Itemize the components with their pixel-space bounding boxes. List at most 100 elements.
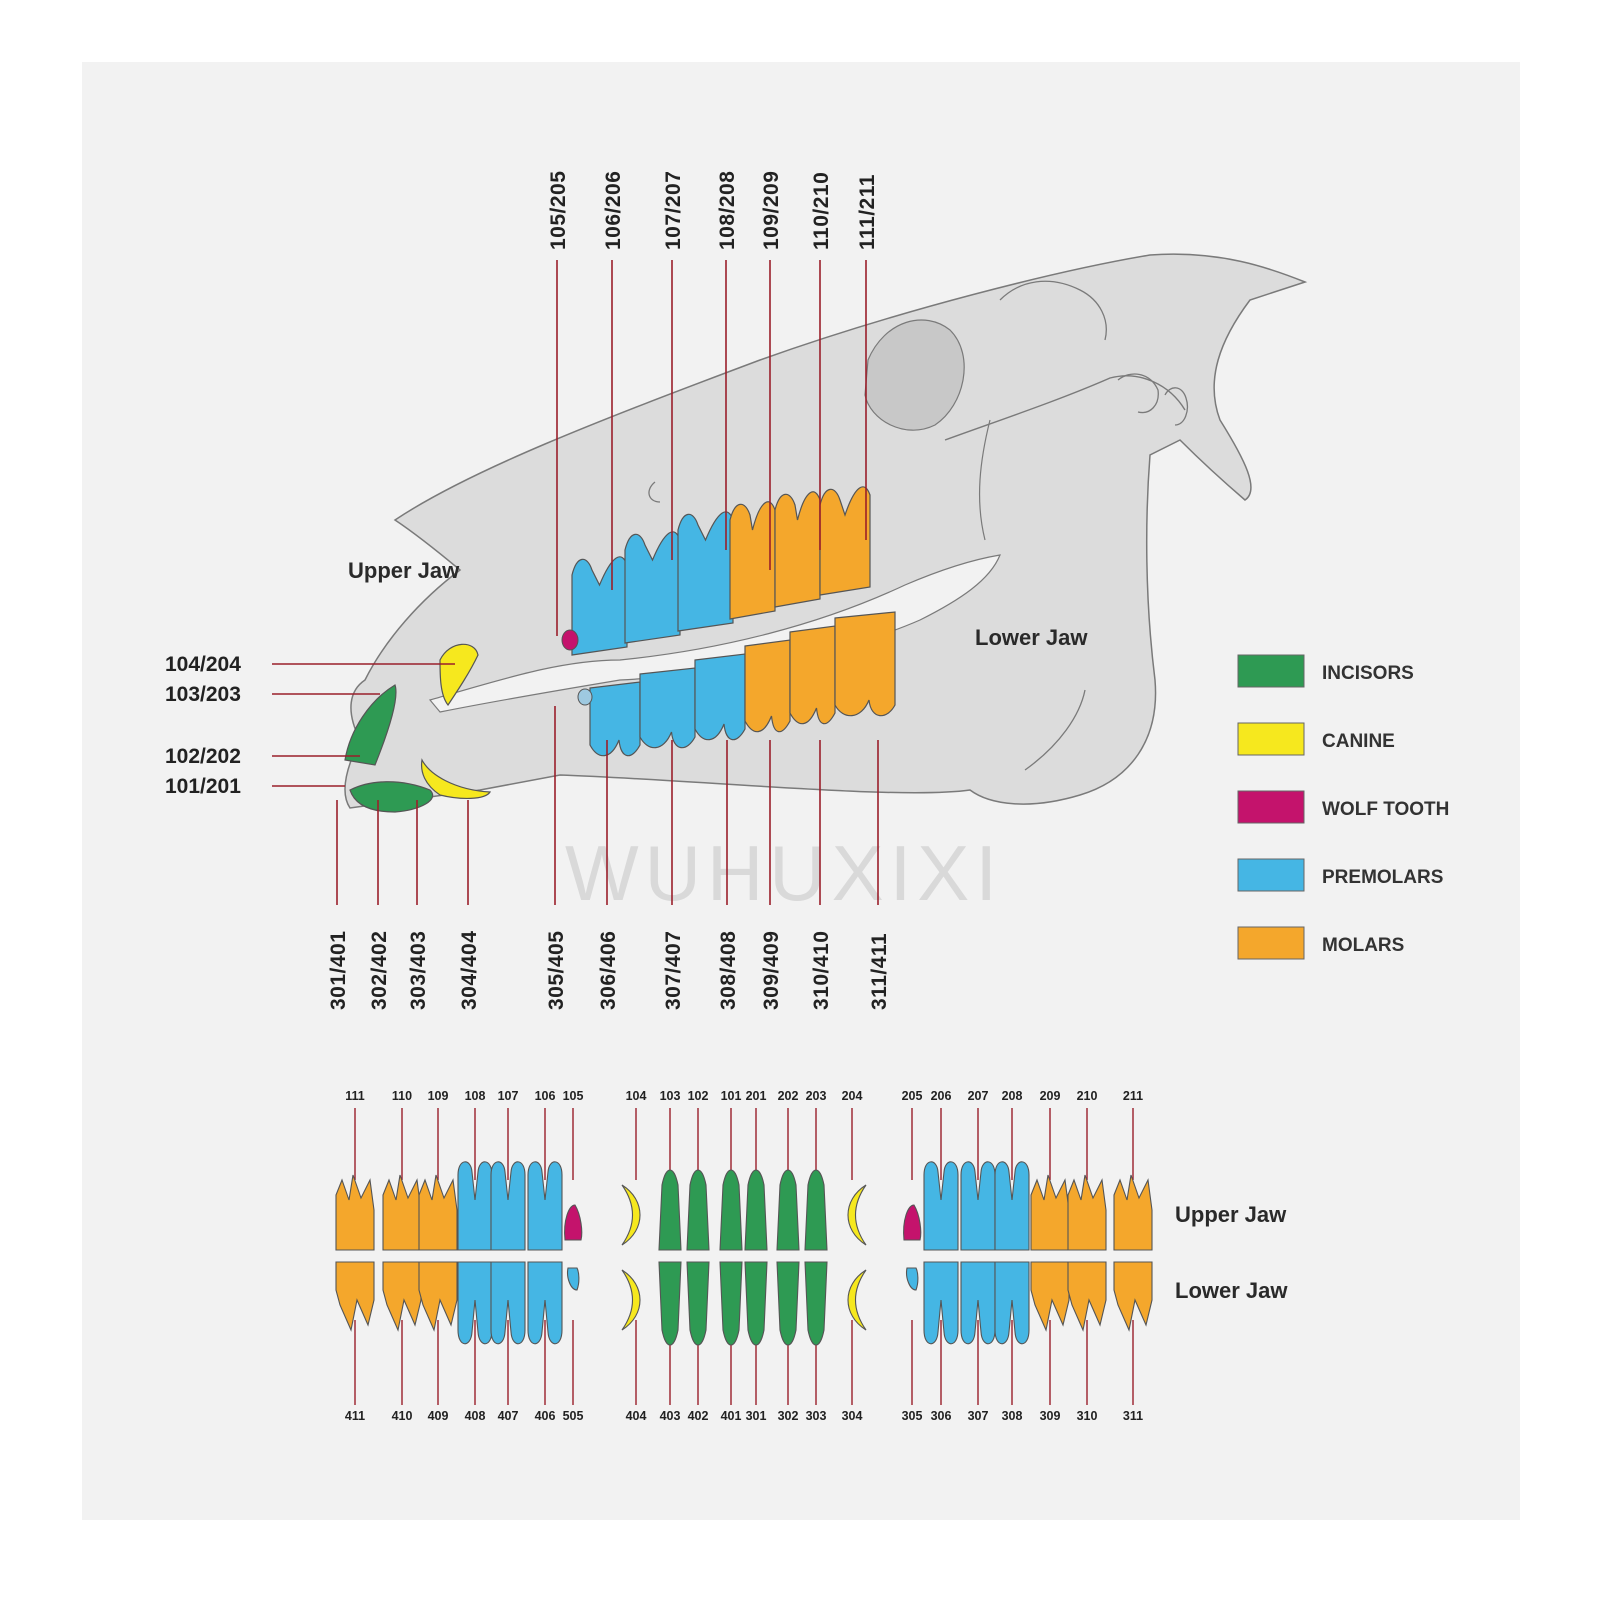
legend-swatch [1237, 926, 1305, 960]
skull-lower-canine [420, 758, 492, 799]
skull-lower-premolar-307 [639, 667, 696, 749]
chart-upper-molar-tooth [1113, 1174, 1153, 1251]
chart-upper-premolar-tooth [994, 1161, 1030, 1251]
chart-top-tooth-number: 207 [968, 1089, 989, 1103]
chart-bottom-tooth-number: 411 [345, 1409, 365, 1423]
maxilla-line [978, 419, 991, 541]
chart-bottom-tooth-number: 309 [1040, 1409, 1061, 1423]
legend-label: WOLF TOOTH [1322, 799, 1449, 820]
chart-top-tooth-number: 107 [498, 1089, 519, 1103]
chart-lower-wolf-tooth [567, 1267, 580, 1291]
chart-upper-jaw-label: Upper Jaw [1175, 1202, 1287, 1227]
chart-lower-premolar-tooth [527, 1261, 563, 1345]
chart-top-tooth-number: 202 [778, 1089, 799, 1103]
chart-upper-canine-tooth [847, 1184, 867, 1246]
chart-top-tooth-number: 110 [392, 1089, 412, 1103]
foramen-line [648, 481, 661, 503]
upper-front-tooth-label: 102/202 [165, 745, 241, 768]
legend-label: MOLARS [1322, 935, 1404, 956]
chart-top-tooth-number: 109 [428, 1089, 449, 1103]
upper-cheek-tooth-label: 111/211 [856, 174, 879, 250]
skull-lower-incisors [349, 781, 433, 813]
chart-bottom-tooth-number: 404 [626, 1409, 647, 1423]
chart-bottom-tooth-number: 403 [660, 1409, 681, 1423]
chart-bottom-tooth-number: 308 [1002, 1409, 1023, 1423]
chart-bottom-tooth-number: 311 [1123, 1409, 1143, 1423]
chart-upper-molar-tooth [382, 1174, 422, 1251]
skull-lower-molar-309 [744, 639, 791, 733]
legend-swatch [1237, 722, 1305, 756]
chart-bottom-tooth-number: 306 [931, 1409, 952, 1423]
chart-bottom-tooth-number: 304 [842, 1409, 863, 1423]
skull-lower-wolf-tooth-305 [577, 688, 593, 706]
chart-bottom-tooth-number: 303 [806, 1409, 827, 1423]
upper-front-tooth-label: 103/203 [165, 683, 241, 706]
legend-swatch [1237, 790, 1305, 824]
skull-lower-premolar-308 [694, 653, 746, 741]
chart-bottom-tooth-number: 410 [392, 1409, 413, 1423]
skull-upper-molar-111 [819, 486, 871, 596]
chart-bottom-tooth-number: 407 [498, 1409, 519, 1423]
chart-top-tooth-number: 105 [563, 1089, 584, 1103]
chart-upper-molar-tooth [1067, 1174, 1107, 1251]
chart-upper-incisor-tooth [719, 1169, 743, 1251]
upper-cheek-tooth-label: 105/205 [547, 171, 570, 250]
chart-lower-molar-tooth [1067, 1261, 1107, 1332]
chart-bottom-tooth-number: 302 [778, 1409, 799, 1423]
chart-top-tooth-number: 102 [688, 1089, 709, 1103]
chart-bottom-tooth-number: 402 [688, 1409, 709, 1423]
chart-lower-incisor-tooth [686, 1261, 710, 1346]
chart-top-tooth-number: 106 [535, 1089, 556, 1103]
ear-canal [1117, 373, 1159, 414]
legend-swatch [1237, 654, 1305, 688]
chart-upper-wolf-tooth [903, 1204, 922, 1241]
ramus-curve [1024, 689, 1086, 771]
upper-front-tooth-label: 104/204 [165, 653, 241, 676]
lower-cheek-tooth-label: 305/405 [545, 931, 568, 1010]
chart-upper-incisor-tooth [804, 1169, 828, 1251]
lower-cheek-tooth-label: 309/409 [760, 931, 783, 1010]
legend-label: PREMOLARS [1322, 867, 1443, 888]
upper-front-tooth-label: 101/201 [165, 775, 241, 798]
chart-upper-incisor-tooth [776, 1169, 800, 1251]
chart-lower-canine-tooth [621, 1269, 641, 1331]
chart-top-tooth-number: 211 [1123, 1089, 1143, 1103]
lower-front-tooth-label: 304/404 [458, 931, 481, 1010]
chart-bottom-tooth-number: 408 [465, 1409, 486, 1423]
skull-upper-incisors [344, 684, 397, 766]
skull-upper-jaw-label: Upper Jaw [348, 558, 460, 583]
chart-lower-premolar-tooth [960, 1261, 996, 1345]
lower-cheek-tooth-label: 306/406 [597, 931, 620, 1010]
chart-lower-premolar-tooth [923, 1261, 959, 1345]
chart-bottom-tooth-number: 305 [902, 1409, 923, 1423]
chart-upper-incisor-tooth [744, 1169, 768, 1251]
chart-top-tooth-number: 209 [1040, 1089, 1061, 1103]
lower-front-tooth-label: 301/401 [327, 931, 350, 1010]
lower-cheek-tooth-label: 310/410 [810, 931, 833, 1010]
upper-cheek-tooth-label: 109/209 [760, 171, 783, 250]
chart-upper-molar-tooth [418, 1174, 458, 1251]
legend-label: INCISORS [1322, 663, 1414, 684]
chart-top-tooth-number: 203 [806, 1089, 827, 1103]
legend-swatch [1237, 858, 1305, 892]
chart-lower-premolar-tooth [994, 1261, 1030, 1345]
chart-lower-incisor-tooth [776, 1261, 800, 1346]
chart-lower-incisor-tooth [744, 1261, 768, 1346]
chart-lower-molar-tooth [418, 1261, 458, 1332]
skull-lower-jaw-label: Lower Jaw [975, 625, 1088, 650]
skull-upper-canine [439, 643, 479, 707]
lower-front-tooth-label: 302/402 [368, 931, 391, 1010]
chart-top-tooth-number: 201 [746, 1089, 767, 1103]
chart-upper-molar-tooth [335, 1174, 375, 1251]
skull-lower-molar-311 [834, 611, 896, 717]
lower-front-tooth-label: 303/403 [407, 931, 430, 1010]
chart-top-tooth-number: 108 [465, 1089, 486, 1103]
lower-cheek-tooth-label: 308/408 [717, 931, 740, 1010]
skull-teeth [344, 486, 896, 813]
lower-cheek-tooth-label: 307/407 [662, 931, 685, 1010]
chart-top-tooth-number: 205 [902, 1089, 923, 1103]
chart-upper-canine-tooth [621, 1184, 641, 1246]
chart-lower-incisor-tooth [719, 1261, 743, 1346]
skull-lower-molar-310 [789, 625, 836, 725]
